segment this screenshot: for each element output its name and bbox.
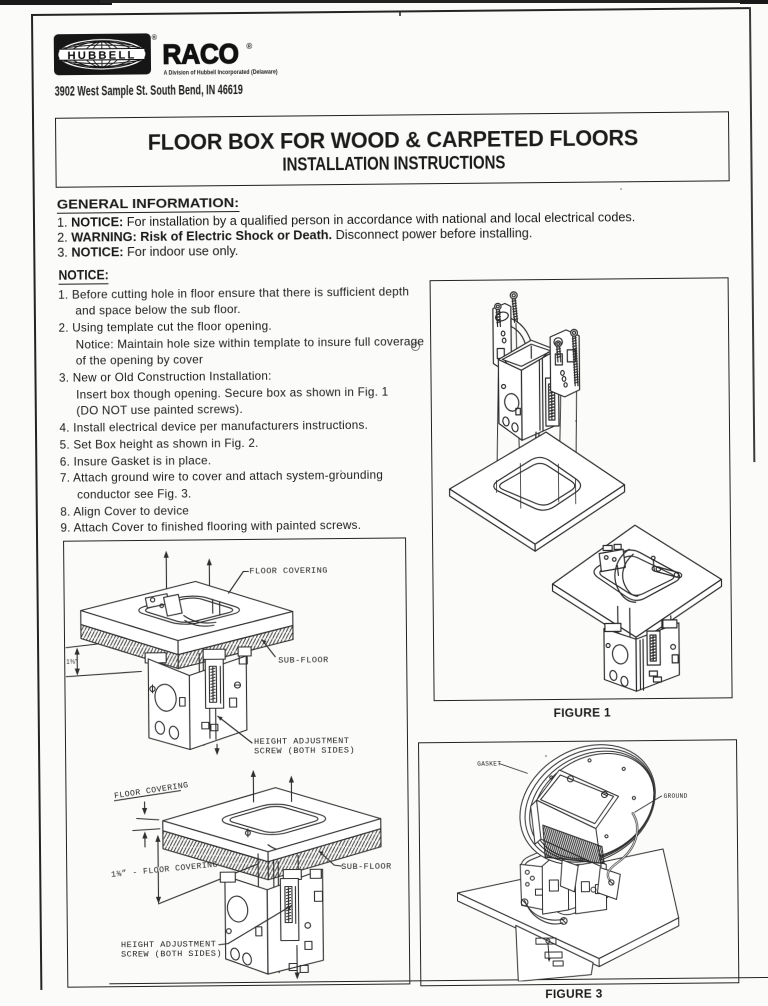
svg-text:GASKET: GASKET [477, 761, 501, 768]
svg-text:HUBBELL: HUBBELL [67, 49, 136, 62]
svg-text:FLOOR COVERING: FLOOR COVERING [249, 565, 328, 576]
svg-text:SUB-FLOOR: SUB-FLOOR [278, 655, 329, 665]
svg-text:GROUND: GROUND [664, 793, 688, 800]
svg-text:SCREW (BOTH SIDES): SCREW (BOTH SIDES) [121, 948, 222, 959]
svg-text:SUB-FLOOR: SUB-FLOOR [341, 861, 392, 871]
svg-text:SCREW (BOTH SIDES): SCREW (BOTH SIDES) [254, 745, 355, 756]
svg-text:FLOOR COVERING: FLOOR COVERING [113, 781, 189, 801]
svg-text:1⅜” - FLOOR COVERING: 1⅜” - FLOOR COVERING [110, 859, 218, 879]
svg-text:1⅜”: 1⅜” [66, 658, 77, 665]
